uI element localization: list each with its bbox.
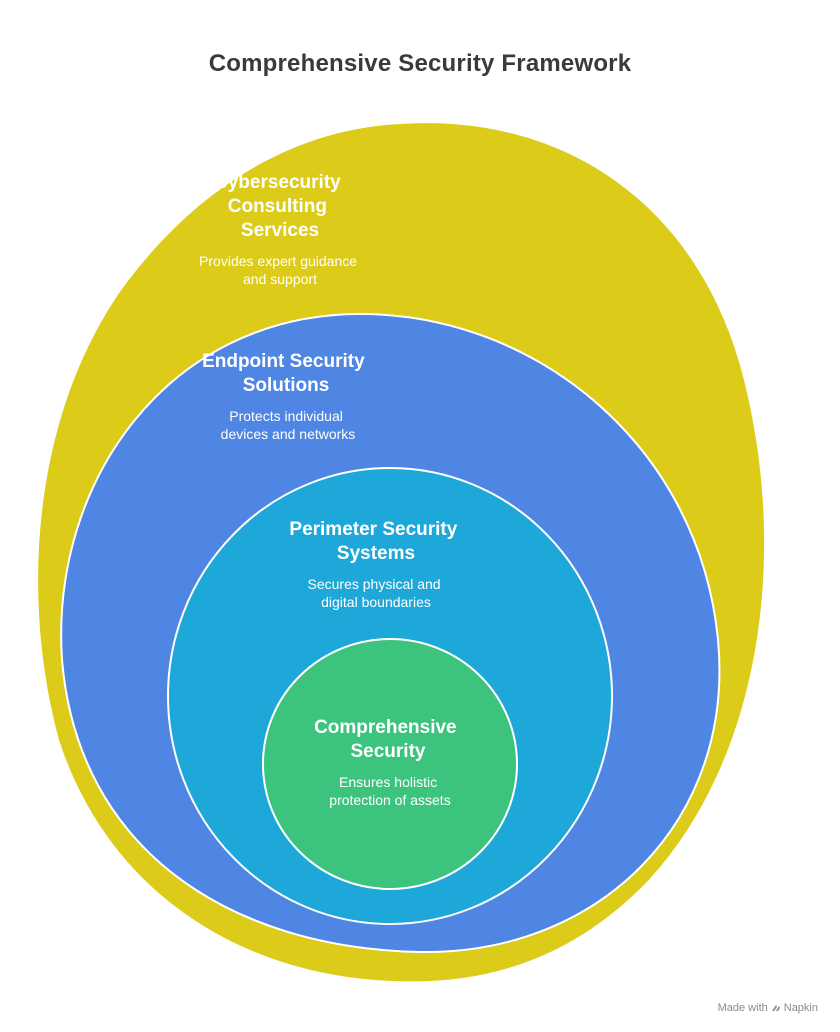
cybersecurity-consulting-description: Provides expert guidance and support (199, 253, 361, 287)
cybersecurity-consulting-title: Cybersecurity Consulting Services (214, 172, 346, 241)
comprehensive-security-title: Comprehensive Security (314, 717, 462, 762)
napkin-brand-label: Napkin (783, 1002, 818, 1014)
endpoint-security-description: Protects individual devices and networks (221, 408, 356, 442)
perimeter-security-description: Secures physical and digital boundaries (308, 576, 445, 610)
layer-comprehensive-security: Comprehensive Security Ensures holistic … (262, 638, 518, 890)
perimeter-security-title: Perimeter Security Systems (289, 519, 462, 564)
comprehensive-security-description: Ensures holistic protection of assets (329, 774, 450, 808)
made-with-napkin-credit[interactable]: Made with Napkin (718, 1002, 818, 1014)
made-with-label: Made with (717, 1002, 768, 1014)
napkin-logo-icon (771, 1005, 780, 1011)
comprehensive-security-shape (262, 638, 518, 890)
endpoint-security-title: Endpoint Security Solutions (202, 351, 370, 396)
diagram-title: Comprehensive Security Framework (208, 50, 632, 77)
